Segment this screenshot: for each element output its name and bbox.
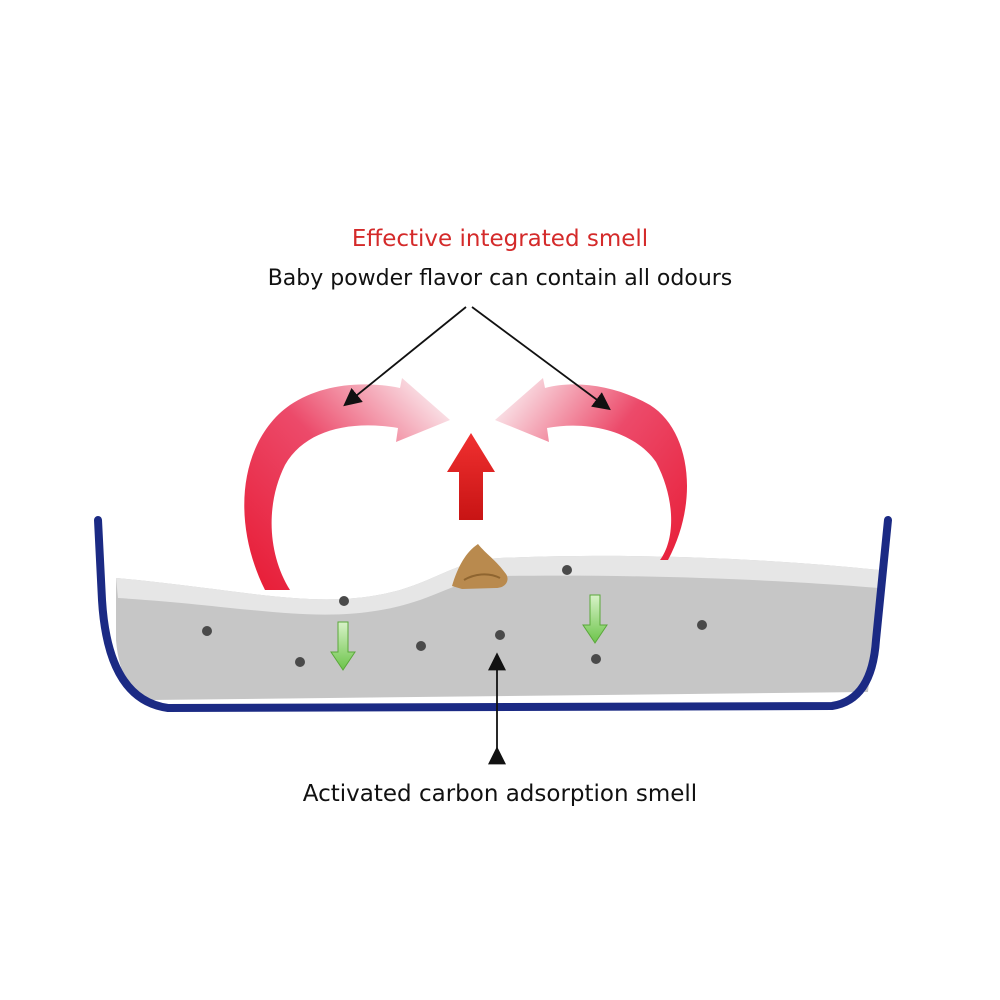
rising-odour-arrow [447,433,495,520]
right-scent-loop-arrow [495,378,687,560]
diagram-subtitle: Baby powder flavor can contain all odour… [0,266,1000,291]
carbon-granule [295,657,305,667]
carbon-granule [591,654,601,664]
carbon-adsorption-label: Activated carbon adsorption smell [0,781,1000,807]
carbon-granule [202,626,212,636]
carbon-granule [339,596,349,606]
carbon-granule [562,565,572,575]
waste-deposit-icon [452,544,508,589]
carbon-granule [416,641,426,651]
left-scent-loop-arrow [244,378,450,590]
carbon-granule [697,620,707,630]
carbon-granule [495,630,505,640]
diagram-title: Effective integrated smell [0,226,1000,252]
